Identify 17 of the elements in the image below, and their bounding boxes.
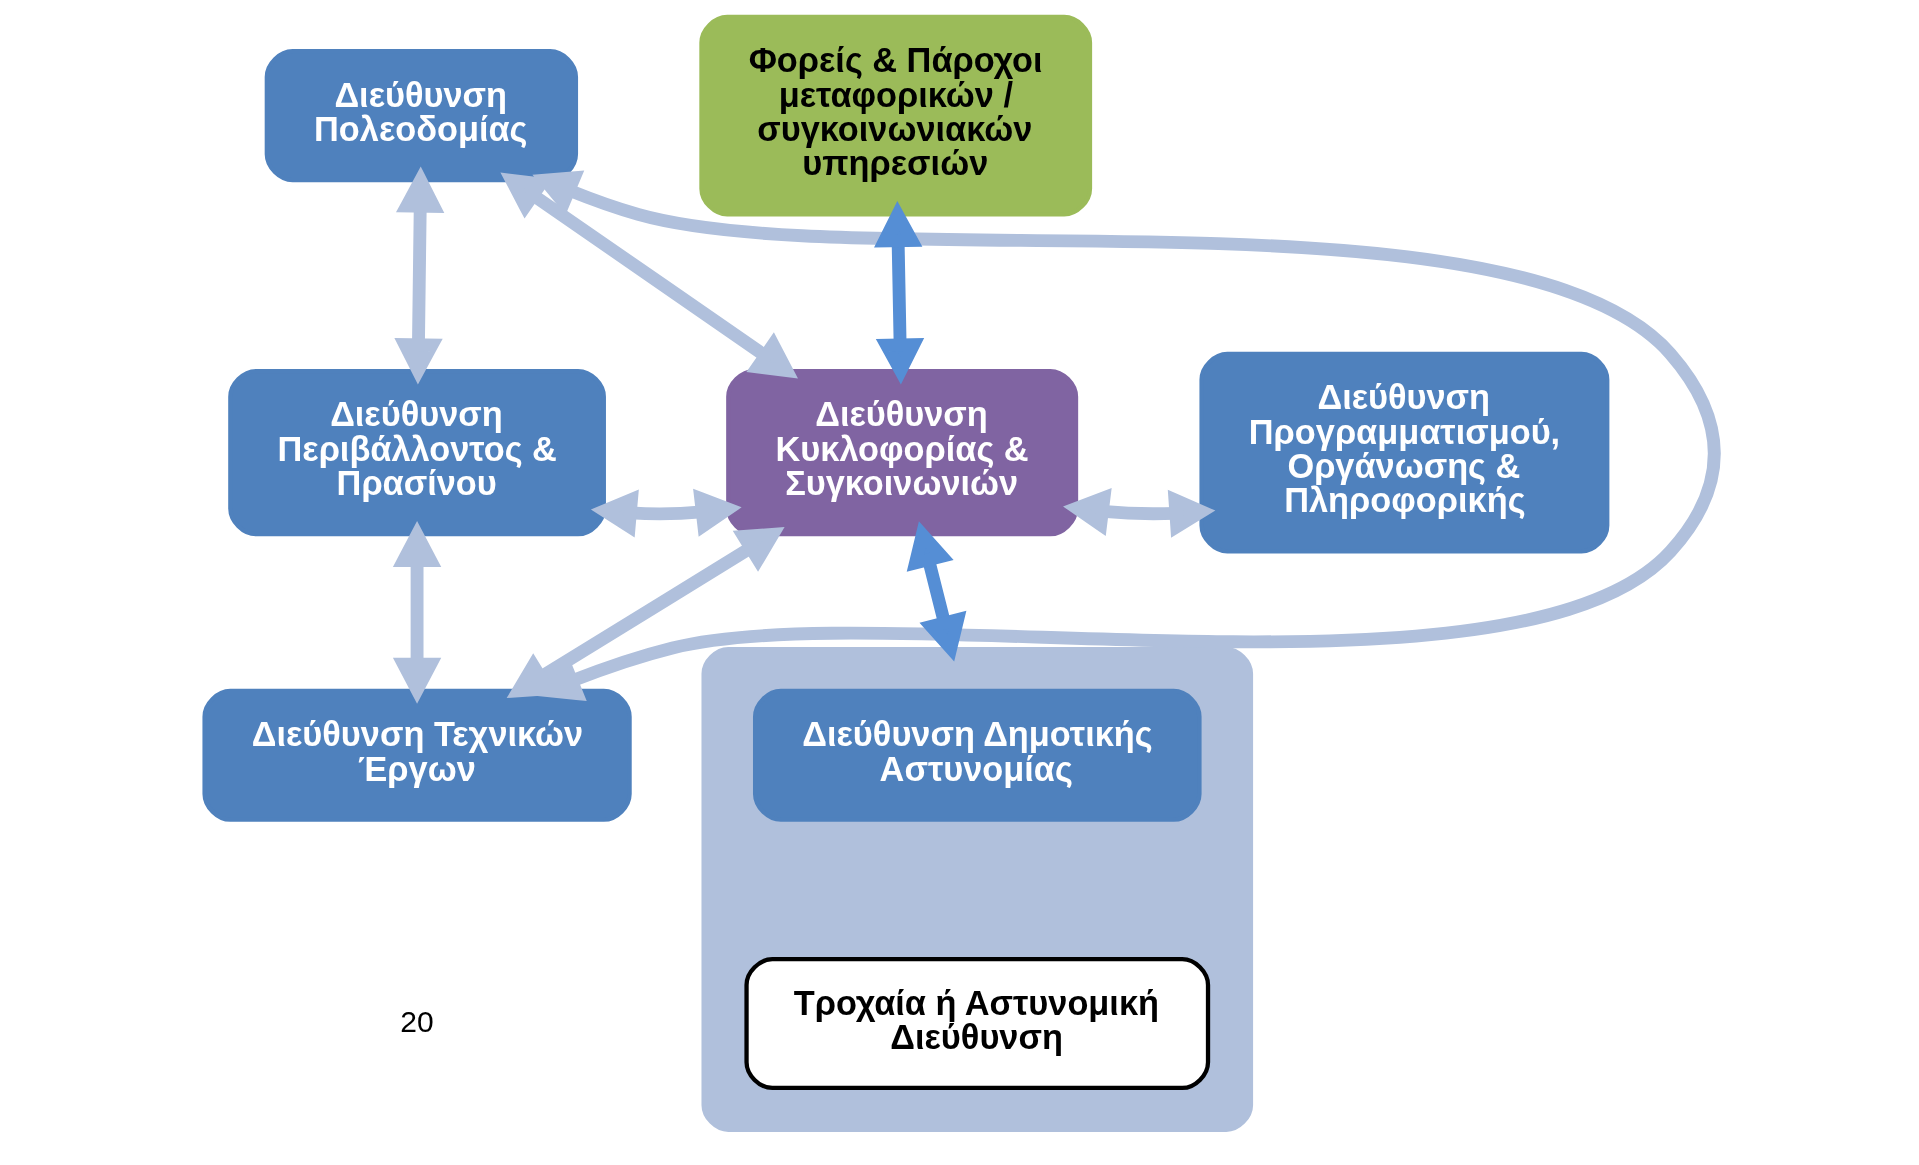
node-box: Διεύθυνση Πολεοδομίας [264,49,579,183]
arrow [392,520,442,704]
cluster [701,646,1254,1132]
arrow [1063,488,1216,538]
arrow [394,166,445,385]
arrow [500,172,798,379]
arrow [590,488,742,538]
node-box: Διεύθυνση Κυκλοφορίας & Συγκοινωνιών [726,368,1079,537]
arrow [874,201,925,385]
label: 20 [400,1004,434,1038]
node-box: Διεύθυνση Προγραμματισμού, Οργάνωσης & Πληροφορικής [1199,351,1610,554]
node-box: Τροχαία ή Αστυνομική Διεύθυνση [744,957,1211,1091]
node-box: Φορείς & Πάροχοι μεταφορικών / συγκοινωνιακών υπηρεσιών [699,14,1093,217]
arrow [906,521,967,662]
node-box: Διεύθυνση Τεχνικών Έργων [202,688,632,822]
node-box: Διεύθυνση Περιβάλλοντος & Πρασίνου [228,368,606,537]
node-box: Διεύθυνση Δημοτικής Αστυνομίας [753,688,1202,822]
